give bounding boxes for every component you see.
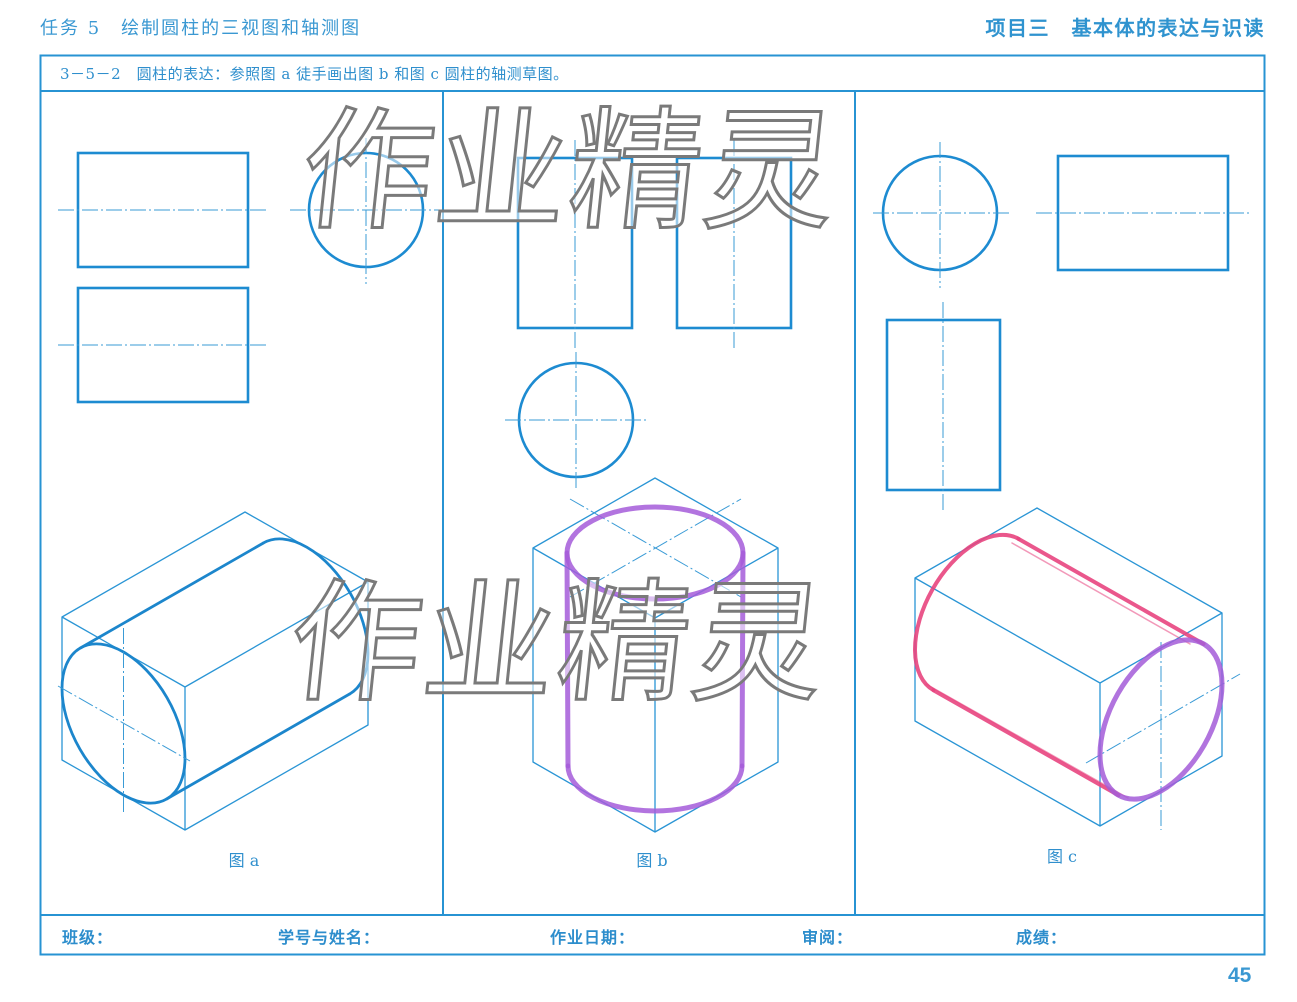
fig-b-sketch-bottom-arc: [565, 763, 745, 814]
exercise-instruction: 3－5－2 圆柱的表达：参照图 a 徒手画出图 b 和图 c 圆柱的轴测草图。: [60, 65, 569, 83]
fig-c-sketch-top-silhouette-stroke: [1011, 542, 1191, 645]
fig-a-ellipse-slanted-centerline: [57, 685, 191, 762]
fig-c-sketch-front-ellipse: [1100, 613, 1222, 826]
task-title: 任务 5 绘制圆柱的三视图和轴测图: [40, 18, 362, 39]
fig-b-sketch-top-ellipse: [564, 504, 746, 602]
figure-a-axonometric: [58, 512, 368, 830]
fig-c-sketch-back-arc: [915, 519, 1019, 701]
fig-a-cylinder-top-silhouette: [79, 541, 265, 650]
page-frame: [39, 54, 1266, 956]
fig-b-top-centerline-2: [569, 498, 742, 598]
assignment-date-field-label: 作业日期：: [550, 928, 636, 947]
project-title: 项目三 基本体的表达与识读: [985, 16, 1265, 40]
fig-b-sketch-right-side: [739, 550, 746, 769]
review-field-label: 审阅：: [802, 928, 854, 947]
fig-c-ellipse-slanted-centerline: [1085, 673, 1241, 764]
figure-b-axonometric: [532, 477, 779, 833]
fig-c-sketch-bottom-silhouette: [931, 688, 1121, 798]
figure-a: [58, 138, 440, 830]
score-field-label: 成绩：: [1016, 928, 1068, 947]
figure-b: [505, 140, 793, 833]
fig-a-cylinder-bottom-silhouette: [165, 692, 352, 801]
figure-c-caption: 图 c: [1046, 847, 1078, 866]
figure-a-caption: 图 a: [228, 851, 260, 870]
fig-c-sketch-top-silhouette: [1016, 536, 1206, 646]
student-id-name-field-label: 学号与姓名：: [278, 928, 381, 947]
figure-c: [873, 142, 1250, 830]
page-number: 45: [1228, 964, 1252, 987]
outer-frame: [39, 54, 1266, 956]
fig-c-sketch-bottom-silhouette-stroke: [925, 683, 1129, 799]
figure-c-orthographic-views: [873, 142, 1250, 510]
fig-a-cylinder-back-arc: [263, 522, 368, 704]
figure-b-caption: 图 b: [636, 851, 668, 870]
figure-a-orthographic-views: [58, 138, 440, 404]
figure-c-axonometric: [915, 508, 1240, 830]
fig-b-sketch-left-side: [564, 550, 571, 769]
class-field-label: 班级：: [62, 928, 114, 947]
figure-b-orthographic-views: [505, 140, 793, 490]
